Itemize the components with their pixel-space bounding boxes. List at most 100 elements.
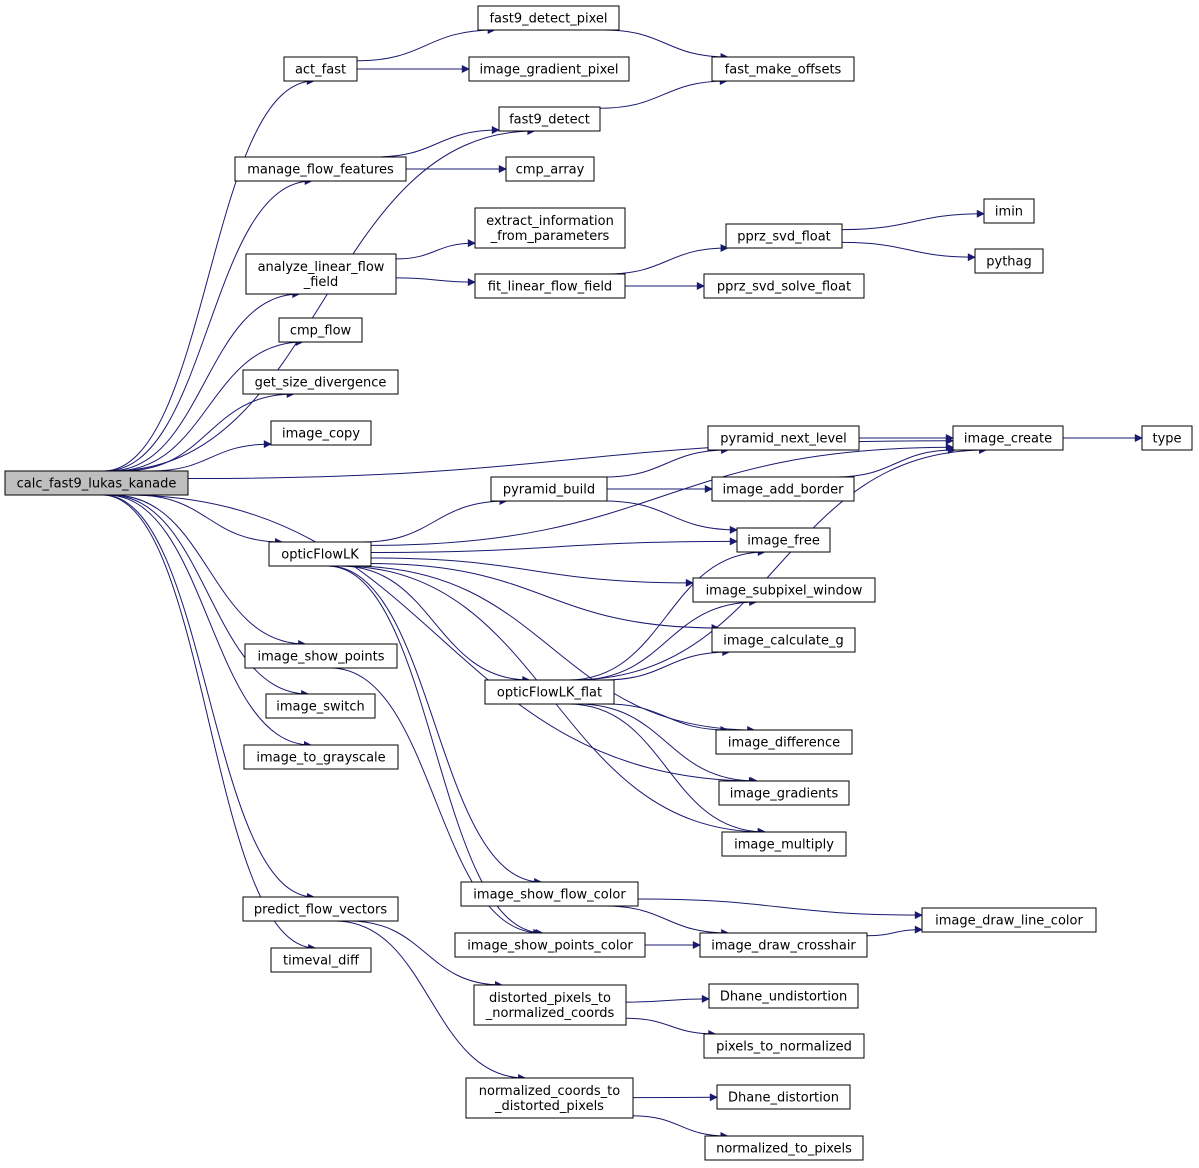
node-image_free[interactable]: image_free [736, 527, 831, 553]
node-fit_linear_flow_field[interactable]: fit_linear_flow_field [474, 273, 626, 299]
node-box [490, 476, 608, 502]
edge-opticFlowLK_flat-to-image_free [567, 548, 766, 681]
node-label: type [1152, 432, 1181, 447]
edge-fit_linear_flow_field-to-pprz_svd_float [606, 244, 729, 275]
node-pprz_svd_solve_float[interactable]: pprz_svd_solve_float [703, 273, 865, 299]
node-label: extract_information [486, 214, 614, 229]
node-pythag[interactable]: pythag [974, 248, 1044, 274]
node-image_add_border[interactable]: image_add_border [711, 476, 855, 502]
node-fast_make_offsets[interactable]: fast_make_offsets [711, 56, 855, 82]
edge-calc-to-image_gradients [123, 494, 759, 785]
node-pprz_svd_float[interactable]: pprz_svd_float [725, 223, 843, 249]
node-label: image_draw_line_color [935, 914, 1083, 929]
node-pyramid_build[interactable]: pyramid_build [490, 476, 608, 502]
edge-image_show_flow_color-to-image_draw_crosshair [604, 905, 730, 937]
node-box [711, 476, 855, 502]
edge-fast9_detect-to-fast_make_offsets [599, 77, 728, 109]
node-manage_flow_features[interactable]: manage_flow_features [234, 156, 407, 182]
edge-image_show_flow_color-to-image_draw_line_color [637, 898, 923, 920]
node-cmp_flow[interactable]: cmp_flow [278, 317, 363, 343]
node-opticFlowLK[interactable]: opticFlowLK [268, 541, 372, 567]
edge-manage_flow_features-to-fast9_detect [375, 126, 500, 158]
node-Dhane_undistortion[interactable]: Dhane_undistortion [708, 983, 859, 1009]
node-label: image_create [964, 432, 1052, 447]
edge-calc-to-manage_flow_features [105, 177, 313, 472]
node-box [692, 577, 876, 603]
node-box [460, 881, 639, 907]
node-box [4, 470, 189, 496]
node-type[interactable]: type [1141, 425, 1193, 451]
edge-opticFlowLK_flat-to-image_difference [605, 703, 729, 734]
node-image_gradient_pixel[interactable]: image_gradient_pixel [468, 56, 630, 82]
node-box [703, 1033, 865, 1059]
node-label: pythag [986, 255, 1032, 270]
node-label: pixels_to_normalized [716, 1040, 852, 1055]
node-image_show_flow_color[interactable]: image_show_flow_color [460, 881, 639, 907]
node-analyze_linear_flow[interactable]: analyze_linear_flow_field [245, 253, 397, 295]
node-box [921, 907, 1097, 933]
edge-opticFlowLK-to-image_show_points_color [327, 565, 544, 937]
node-timeval_diff[interactable]: timeval_diff [270, 947, 372, 973]
edge-calc-to-fast9_detect [111, 127, 536, 472]
node-predict_flow_vectors[interactable]: predict_flow_vectors [242, 896, 399, 922]
edge-opticFlowLK-to-image_difference [349, 565, 756, 734]
node-normalized_coords_to[interactable]: normalized_coords_to_distorted_pixels [465, 1077, 634, 1119]
node-pyramid_next_level[interactable]: pyramid_next_level [707, 425, 860, 451]
node-image_multiply[interactable]: image_multiply [721, 831, 847, 857]
node-distorted_pixels_to[interactable]: distorted_pixels_to_normalized_coords [473, 984, 627, 1026]
node-image_difference[interactable]: image_difference [715, 729, 853, 755]
node-image_calculate_g[interactable]: image_calculate_g [711, 627, 856, 653]
node-box [498, 106, 601, 132]
node-image_to_grayscale[interactable]: image_to_grayscale [243, 744, 399, 770]
edge-calc-to-predict_flow_vectors [102, 494, 315, 901]
node-fast9_detect[interactable]: fast9_detect [498, 106, 601, 132]
node-label: fast_make_offsets [725, 63, 842, 78]
node-calc[interactable]: calc_fast9_lukas_kanade [4, 470, 189, 496]
node-fast9_detect_pixel[interactable]: fast9_detect_pixel [477, 5, 620, 31]
node-get_size_divergence[interactable]: get_size_divergence [242, 369, 399, 395]
node-image_create[interactable]: image_create [952, 425, 1064, 451]
node-box [484, 679, 615, 705]
node-image_draw_crosshair[interactable]: image_draw_crosshair [699, 932, 868, 958]
node-box [473, 984, 627, 1026]
node-label: timeval_diff [283, 954, 360, 969]
edge-calc-to-get_size_divergence [123, 390, 295, 472]
node-box [243, 744, 399, 770]
node-label: image_gradient_pixel [479, 63, 618, 78]
node-label: get_size_divergence [255, 376, 387, 391]
edge-act_fast-to-fast9_detect_pixel [356, 26, 496, 62]
node-image_switch[interactable]: image_switch [265, 693, 376, 719]
node-image_draw_line_color[interactable]: image_draw_line_color [921, 907, 1097, 933]
node-pixels_to_normalized[interactable]: pixels_to_normalized [703, 1033, 865, 1059]
edge-pyramid_build-to-pyramid_next_level [604, 446, 730, 478]
edge-image_add_border-to-image_create [835, 446, 956, 478]
node-opticFlowLK_flat[interactable]: opticFlowLK_flat [484, 679, 615, 705]
node-label: pprz_svd_float [737, 230, 831, 245]
edge-opticFlowLK_flat-to-image_create [571, 446, 988, 681]
node-label: _from_parameters [490, 229, 610, 244]
node-cmp_array[interactable]: cmp_array [505, 156, 595, 182]
node-image_copy[interactable]: image_copy [270, 420, 372, 446]
node-image_show_points[interactable]: image_show_points [244, 643, 398, 669]
node-label: image_gradients [730, 787, 839, 802]
node-image_subpixel_window[interactable]: image_subpixel_window [692, 577, 876, 603]
edge-opticFlowLK-to-image_calculate_g [370, 563, 720, 632]
node-extract_information[interactable]: extract_information_from_parameters [474, 207, 626, 249]
edge-predict_flow_vectors-to-normalized_coords_to [334, 920, 527, 1082]
node-image_gradients[interactable]: image_gradients [718, 780, 850, 806]
node-label: analyze_linear_flow [258, 260, 385, 275]
node-act_fast[interactable]: act_fast [283, 56, 358, 82]
edge-pprz_svd_float-to-imin [841, 209, 985, 231]
node-box [468, 56, 630, 82]
node-normalized_to_pixels[interactable]: normalized_to_pixels [704, 1135, 864, 1161]
node-box [703, 273, 865, 299]
node-image_show_points_color[interactable]: image_show_points_color [454, 932, 646, 958]
node-Dhane_distortion[interactable]: Dhane_distortion [716, 1084, 851, 1110]
node-label: fast9_detect_pixel [489, 12, 607, 27]
node-label: fast9_detect [509, 113, 590, 128]
edge-calc-to-image_copy [150, 440, 272, 472]
node-imin[interactable]: imin [983, 198, 1035, 224]
node-label: image_draw_crosshair [711, 939, 856, 954]
edge-analyze_linear_flow-to-extract_information [395, 239, 476, 260]
node-label: pyramid_next_level [720, 432, 847, 447]
